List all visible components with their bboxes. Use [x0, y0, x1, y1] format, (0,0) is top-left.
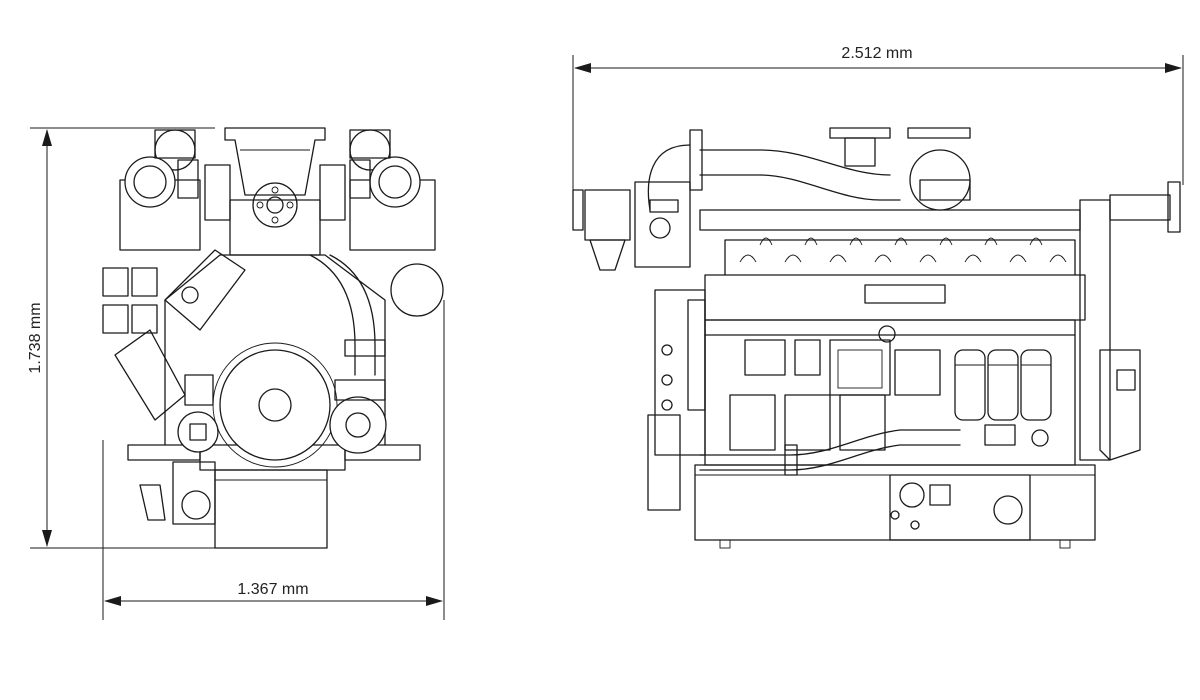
- front-height-label: 1.738 mm: [27, 302, 44, 373]
- engine-side-view: [572, 127, 1181, 549]
- dimension-front-width: 1.367 mm: [102, 300, 445, 620]
- dimension-front-height: 1.738 mm: [27, 127, 215, 549]
- dimension-side-length: 2.512 mm: [572, 45, 1184, 230]
- side-length-label: 2.512 mm: [841, 45, 912, 62]
- front-width-label: 1.367 mm: [237, 581, 308, 598]
- engine-front-view: [102, 127, 444, 549]
